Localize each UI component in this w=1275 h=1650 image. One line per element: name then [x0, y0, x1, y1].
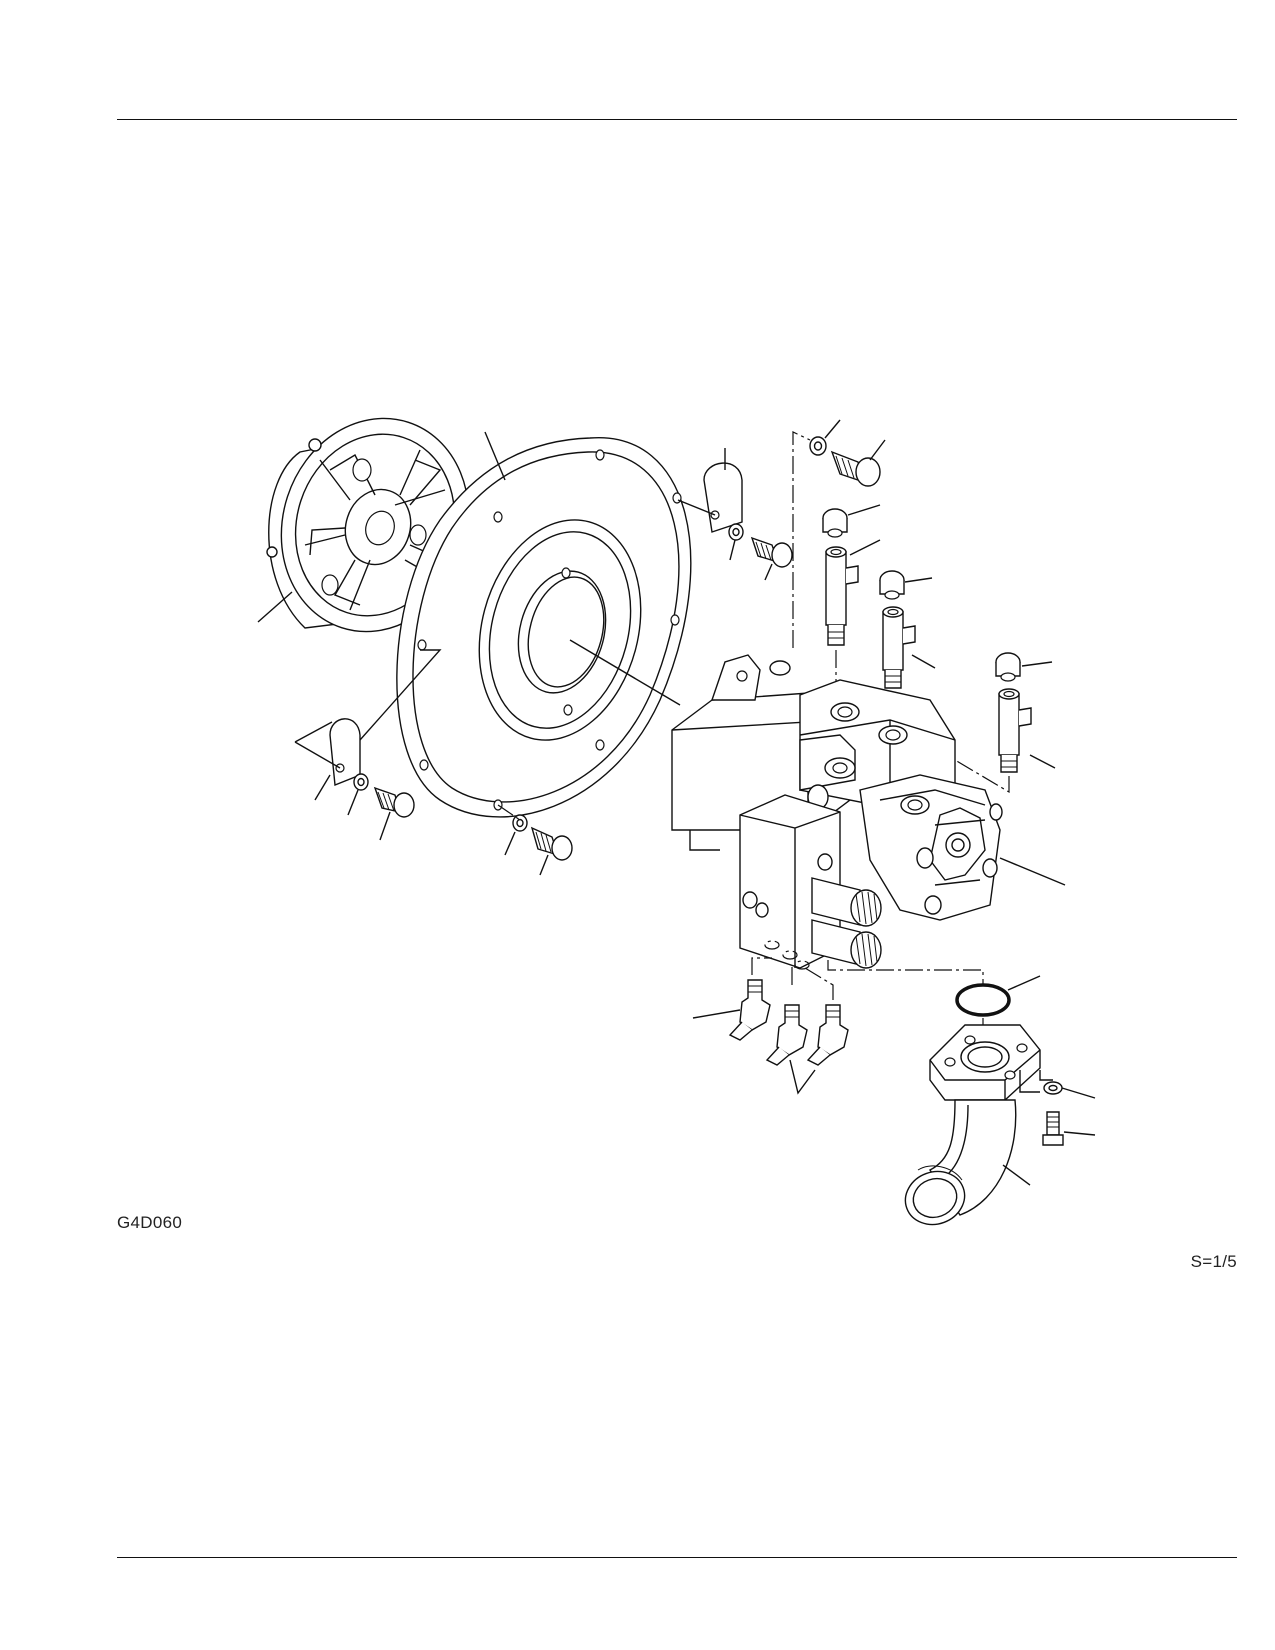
- washer-lower: [505, 815, 527, 855]
- bolt-left: [375, 788, 414, 840]
- drawing-code: G4D060: [117, 1213, 183, 1232]
- bolt-flange: [1043, 1112, 1095, 1145]
- drawing-scale: S=1/5: [1190, 1252, 1237, 1271]
- leader-line: [258, 592, 292, 622]
- leader-line: [1008, 976, 1040, 990]
- leader-line: [1003, 1165, 1030, 1185]
- leader-line: [1040, 1070, 1053, 1080]
- washer-flange: [1044, 1082, 1095, 1098]
- washer-upper: [729, 524, 743, 560]
- bolt-lower: [532, 828, 572, 875]
- relief-valve-1: [823, 505, 880, 760]
- bracket-left: [295, 650, 440, 800]
- leader-line: [570, 640, 680, 705]
- leader-line: [1020, 1070, 1040, 1092]
- o-ring: [957, 985, 1009, 1015]
- leader-line: [485, 432, 505, 480]
- bolt-top: [832, 440, 885, 486]
- leader-line: [790, 1060, 815, 1093]
- fitting-3: [808, 1005, 848, 1065]
- bracket-upper: [678, 448, 742, 532]
- footer-rule: [117, 1557, 1237, 1558]
- relief-valve-2: [880, 571, 935, 735]
- fitting-2: [767, 1005, 807, 1065]
- flywheel-housing: [397, 438, 691, 817]
- leader-line: [1000, 858, 1065, 885]
- relief-valve-3: [955, 653, 1055, 792]
- washer-top: [810, 420, 840, 455]
- washer-left: [348, 774, 368, 815]
- bolt-upper: [752, 538, 792, 580]
- flange-elbow: [898, 1025, 1040, 1233]
- header-rule: [117, 119, 1237, 120]
- fitting-1: [693, 980, 770, 1040]
- hydraulic-pump: [672, 655, 1002, 969]
